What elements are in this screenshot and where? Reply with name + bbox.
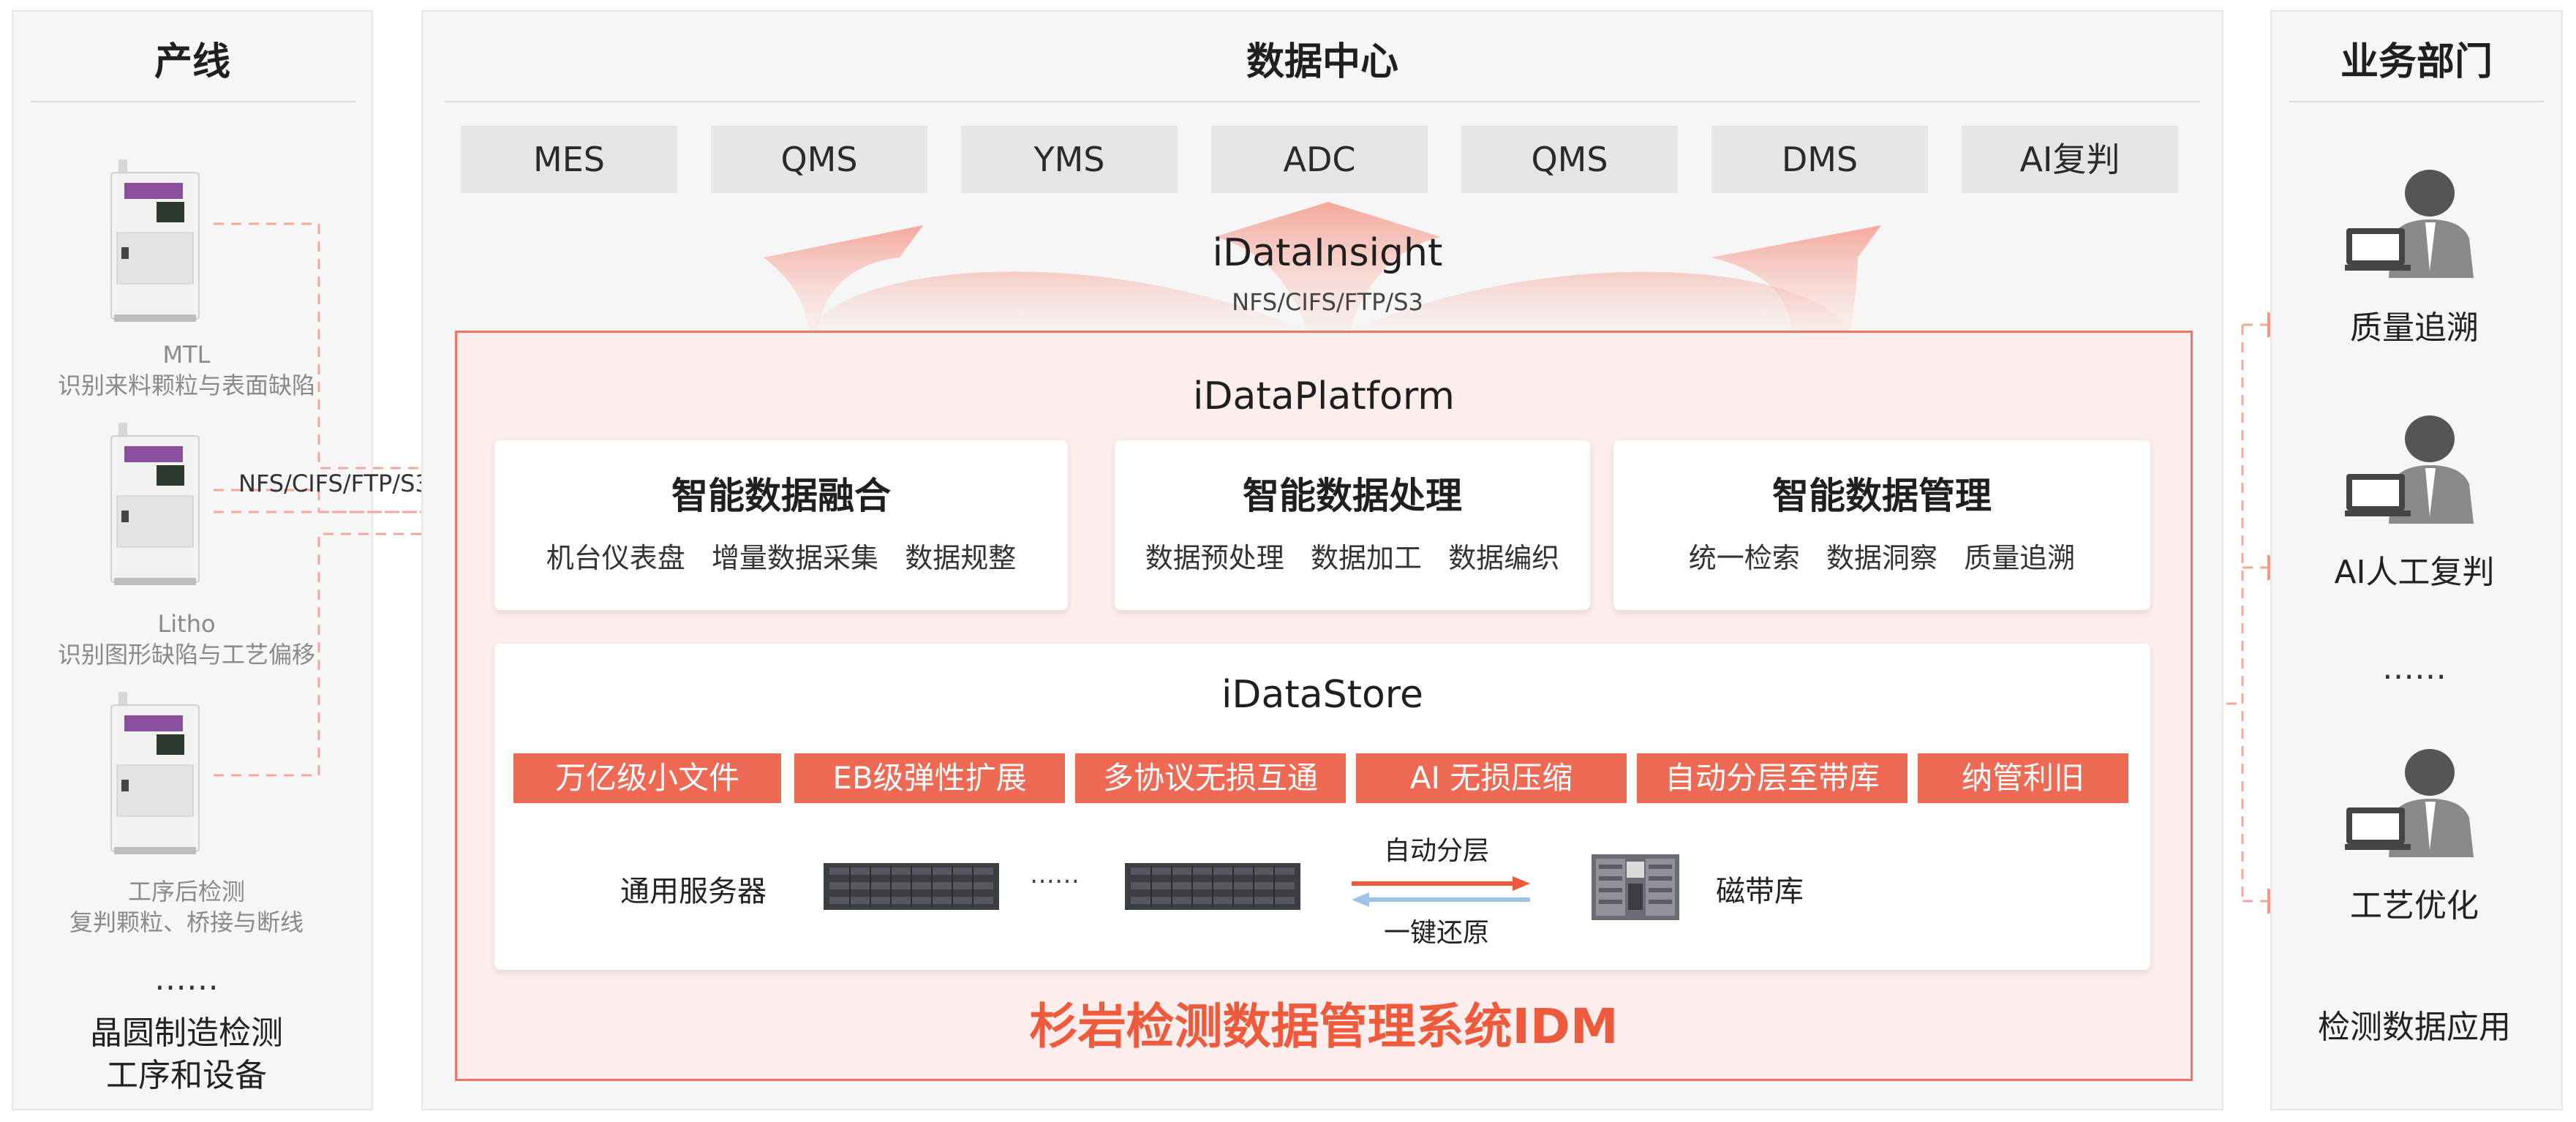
server-label: 通用服务器 xyxy=(620,875,767,908)
left-ellipsis: …… xyxy=(154,960,219,998)
right-item-process-opt: 工艺优化 xyxy=(2350,887,2479,925)
user-laptop-icon-2 xyxy=(2345,415,2474,524)
card-data-management: 智能数据管理 统一检索 数据洞察 质量追溯 xyxy=(1613,440,2150,610)
card-data-fusion-title: 智能数据融合 xyxy=(671,475,891,517)
system-qms: QMS xyxy=(711,126,927,193)
machine-name-litho: Litho xyxy=(157,610,216,638)
system-mes: MES xyxy=(461,126,677,193)
card-data-processing: 智能数据处理 数据预处理 数据加工 数据编织 xyxy=(1115,440,1590,610)
machine-desc-litho: 识别图形缺陷与工艺偏移 xyxy=(57,641,315,669)
litho-machine-icon xyxy=(110,423,200,585)
data-center-title: 数据中心 xyxy=(1246,40,1398,84)
post-process-machine-icon xyxy=(110,692,200,854)
machine-desc-mtl: 识别来料颗粒与表面缺陷 xyxy=(57,372,315,399)
business-title: 业务部门 xyxy=(2340,40,2493,84)
store-title: iDataStore xyxy=(1221,673,1424,717)
tape-library-icon xyxy=(1592,854,1679,920)
feature-ai-compression: AI 无损压缩 xyxy=(1356,753,1627,803)
server-icon-2 xyxy=(1125,863,1300,910)
card-data-fusion: 智能数据融合 机台仪表盘 增量数据采集 数据规整 xyxy=(494,440,1068,610)
machine-name-post-process: 工序后检测 xyxy=(127,878,245,905)
left-footer-line2: 工序和设备 xyxy=(106,1057,267,1094)
right-item-quality-trace: 质量追溯 xyxy=(2350,309,2479,347)
left-protocol-label: NFS/CIFS/FTP/S3 xyxy=(238,470,430,497)
server-ellipsis: …… xyxy=(1030,860,1080,889)
machine-name-mtl: MTL xyxy=(162,341,211,369)
system-qms-2: QMS xyxy=(1461,126,1678,193)
card-data-management-items: 统一检索 数据洞察 质量追溯 xyxy=(1688,542,2076,574)
right-footer: 检测数据应用 xyxy=(2318,1009,2511,1046)
feature-small-files: 万亿级小文件 xyxy=(513,753,781,803)
card-data-fusion-items: 机台仪表盘 增量数据采集 数据规整 xyxy=(546,542,1017,574)
system-dms: DMS xyxy=(1711,126,1928,193)
feature-eb-scale: EB级弹性扩展 xyxy=(794,753,1065,803)
left-footer-line1: 晶圆制造检测 xyxy=(90,1014,283,1052)
insight-protocol: NFS/CIFS/FTP/S3 xyxy=(1232,288,1423,316)
system-yms: YMS xyxy=(961,126,1178,193)
right-item-ai-review: AI人工复判 xyxy=(2334,554,2495,591)
tape-label: 磁带库 xyxy=(1716,875,1804,908)
store-card: iDataStore xyxy=(494,644,2150,970)
right-ellipsis: …… xyxy=(2382,650,2447,687)
feature-multi-protocol: 多协议无损互通 xyxy=(1075,753,1346,803)
card-data-processing-title: 智能数据处理 xyxy=(1243,475,1462,517)
system-ai-review: AI复判 xyxy=(1962,126,2178,193)
machine-desc-post-process: 复判颗粒、桥接与断线 xyxy=(69,908,304,936)
production-line-divider xyxy=(31,101,355,102)
feature-auto-tiering: 自动分层至带库 xyxy=(1637,753,1907,803)
feature-reuse: 纳管利旧 xyxy=(1918,753,2128,803)
system-name: 杉岩检测数据管理系统IDM xyxy=(1029,998,1619,1055)
mtl-machine-icon xyxy=(110,159,200,322)
platform-title: iDataPlatform xyxy=(1193,374,1455,418)
card-data-processing-items: 数据预处理 数据加工 数据编织 xyxy=(1145,542,1560,574)
restore-label: 一键还原 xyxy=(1384,918,1490,948)
card-data-management-title: 智能数据管理 xyxy=(1772,475,1992,517)
data-center-divider xyxy=(445,101,2200,102)
tier-arrows xyxy=(1352,876,1530,907)
business-divider xyxy=(2289,101,2544,102)
user-laptop-icon xyxy=(2345,170,2474,278)
production-line-title: 产线 xyxy=(154,40,230,84)
server-icon xyxy=(824,863,999,910)
insight-title: iDataInsight xyxy=(1212,231,1443,275)
user-laptop-icon-3 xyxy=(2345,749,2474,857)
tier-label: 自动分层 xyxy=(1384,836,1490,866)
system-adc: ADC xyxy=(1211,126,1428,193)
